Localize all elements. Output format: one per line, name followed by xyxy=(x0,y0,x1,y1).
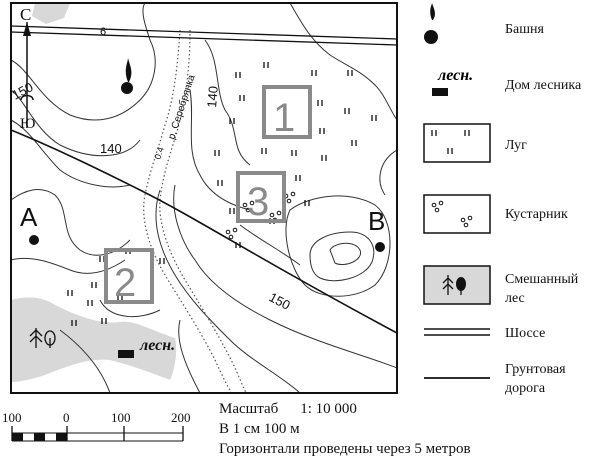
point-a-marker xyxy=(29,235,39,245)
contour-line xyxy=(99,299,161,318)
scale-number-zero: 0 xyxy=(63,410,70,425)
contour-line xyxy=(309,231,375,282)
legend-shrub-box xyxy=(423,194,491,234)
map-frame xyxy=(10,2,398,394)
legend-highway-icon xyxy=(424,328,490,336)
tower-icon xyxy=(121,58,133,94)
scale-bar xyxy=(11,426,184,442)
legend-shrub-label: Кустарник xyxy=(505,207,568,222)
contour-line xyxy=(173,184,397,369)
forester-house-label: лесн. xyxy=(139,337,175,354)
scale-per-cm: В 1 см 100 м xyxy=(219,421,300,437)
north-label: С xyxy=(20,5,31,24)
south-label: Ю xyxy=(20,116,35,132)
contour-label-140-left: 140 xyxy=(100,141,122,156)
legend-dirt-road-label-2: дорога xyxy=(505,381,546,396)
legend-mixed-forest-label-1: Смешанный xyxy=(505,272,579,287)
contour-line xyxy=(189,89,251,211)
north-arrow-icon xyxy=(20,22,34,128)
dirt-road xyxy=(11,129,397,334)
contour-label-140-center: 140 xyxy=(204,85,221,108)
contour-line xyxy=(11,89,141,157)
zone-label-3: 3 xyxy=(247,180,269,224)
forest-tree-icon xyxy=(29,328,56,348)
contour-label-150-top: 150 xyxy=(9,79,35,102)
legend-mixed-forest-label-2: лес xyxy=(505,291,525,306)
legend-forest-tree-icon xyxy=(442,275,466,295)
scale-label: Масштаб xyxy=(219,401,279,417)
contour-label-150-bottom: 150 xyxy=(267,289,293,312)
contour-line xyxy=(285,195,391,297)
zone-box-3 xyxy=(236,171,286,223)
legend-highway-label: Шоссе xyxy=(505,326,546,341)
legend-forester-symbol: лесн. xyxy=(437,67,473,84)
road-number-label: 6 xyxy=(100,26,106,38)
point-b-label: В xyxy=(368,206,385,236)
scale-number-right: 200 xyxy=(171,410,191,425)
river xyxy=(143,29,233,393)
legend-meadow-box xyxy=(423,123,491,163)
contour-line xyxy=(379,149,397,196)
scale-ratio: 1: 10 000 xyxy=(300,401,357,417)
mixed-forest-area-top xyxy=(32,3,70,24)
scale-number-mid: 100 xyxy=(111,410,131,425)
point-b-marker xyxy=(375,242,385,252)
contour-line xyxy=(204,39,251,166)
legend-tower-label: Башня xyxy=(505,22,544,37)
scale-line: Масштаб 1: 10 000 xyxy=(219,400,357,418)
zone-label-1: 1 xyxy=(273,96,295,140)
river-name-label: р. Серебрянка xyxy=(165,73,197,141)
contour-line xyxy=(59,329,111,393)
contour-line xyxy=(11,189,131,256)
contour-line xyxy=(178,319,201,393)
mixed-forest-area-bottom xyxy=(11,297,177,382)
contour-line xyxy=(329,242,361,265)
contour-line xyxy=(11,257,126,274)
scale-number-left: 100 xyxy=(2,410,22,425)
legend-forester-house-label: Дом лесника xyxy=(505,78,582,93)
legend-forester-house-icon xyxy=(432,88,448,96)
contour-line xyxy=(289,3,397,121)
river-depth-label: 0.4 xyxy=(152,146,165,161)
zone-label-2: 2 xyxy=(114,261,136,305)
point-a-label: А xyxy=(20,202,38,232)
zone-box-2 xyxy=(104,248,154,304)
zone-box-1 xyxy=(262,85,312,139)
contour-line xyxy=(11,119,131,188)
contour-interval-note: Горизонтали проведены через 5 метров xyxy=(219,441,471,457)
highway xyxy=(11,25,397,46)
contour-line xyxy=(239,224,301,266)
legend-dirt-road-label-1: Грунтовая xyxy=(505,362,566,377)
contour-line xyxy=(155,189,301,393)
contour-line xyxy=(11,3,156,121)
forester-house-icon xyxy=(118,350,134,358)
legend-meadow-label: Луг xyxy=(505,138,527,153)
legend-tower-icon xyxy=(424,3,438,44)
